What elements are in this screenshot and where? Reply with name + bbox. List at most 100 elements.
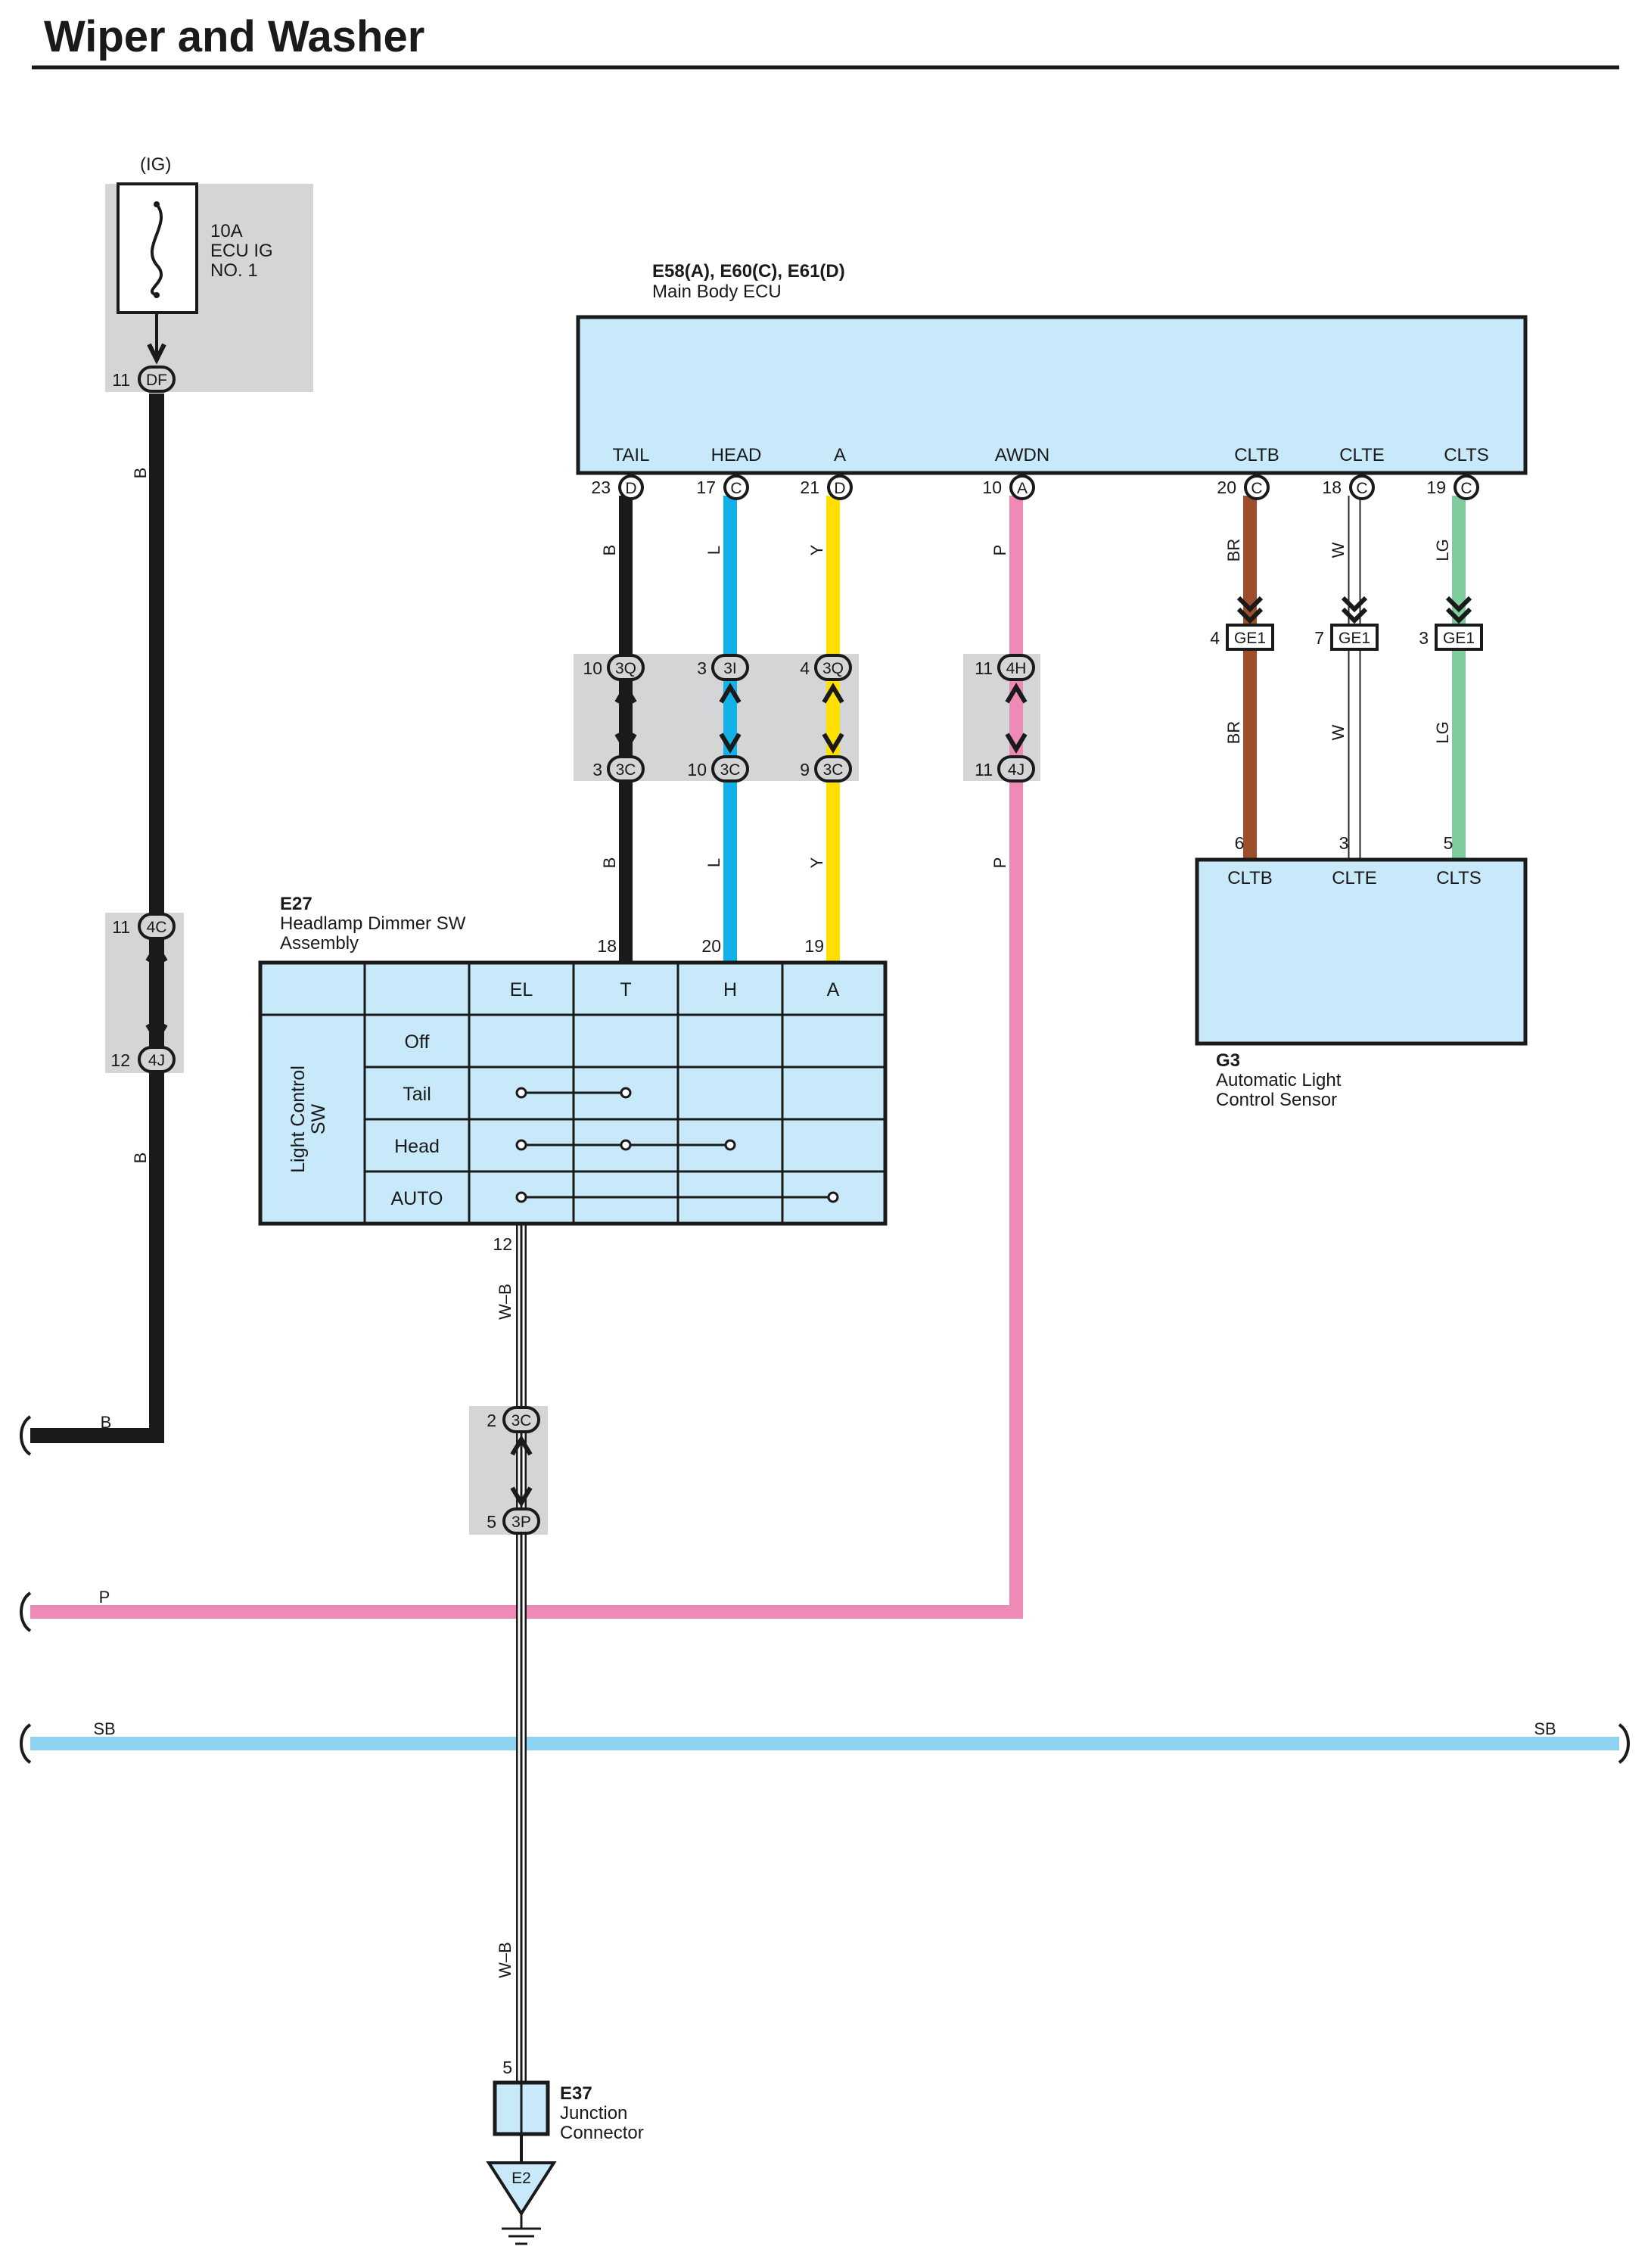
svg-text:CLTE: CLTE [1332,868,1377,888]
wire-color-label: B [131,1153,150,1164]
svg-text:Y: Y [807,544,826,555]
svg-text:LG: LG [1433,539,1452,561]
svg-text:C: C [730,480,742,497]
svg-text:4H: 4H [1006,660,1027,677]
main-body-ecu: E58(A), E60(C), E61(D) Main Body ECU [576,261,1528,475]
svg-text:5: 5 [1444,833,1454,853]
svg-text:3C: 3C [823,761,844,779]
svg-text:3: 3 [1419,628,1429,648]
svg-text:Headlamp Dimmer SW: Headlamp Dimmer SW [280,913,466,934]
svg-text:Junction: Junction [560,2103,627,2123]
svg-text:10: 10 [982,478,1002,497]
svg-text:BR: BR [1224,721,1243,745]
svg-text:A: A [1017,480,1028,497]
dimmer-row-head: Head [394,1136,440,1157]
ground-id: E2 [511,2170,531,2187]
wire-color-label: W–B [496,1283,515,1320]
svg-text:LG: LG [1433,721,1452,743]
svg-text:10: 10 [687,760,707,779]
page-title: Wiper and Washer [44,12,424,61]
svg-text:Connector: Connector [560,2123,644,2143]
svg-text:A: A [834,445,846,465]
wire-break-marks [20,1415,1630,1764]
fuse-name-line2: NO. 1 [210,260,258,281]
ecu-terminal-tail: TAIL D 23 [591,445,649,500]
wire-color-labels-upper: B L Y P BR W LG [600,539,1452,562]
svg-text:9: 9 [800,760,810,779]
wire-color-label: B [131,468,150,479]
svg-text:3: 3 [697,658,707,678]
svg-text:3C: 3C [616,761,636,779]
svg-text:C: C [1460,480,1472,497]
headlamp-dimmer-switch: E27 Headlamp Dimmer SW Assembly 18 20 19… [258,894,888,1254]
junction-connector-e37: 5 E37 Junction Connector E2 [486,2058,644,2245]
svg-text:4: 4 [800,658,810,678]
ecu-terminal-head: HEAD C 17 [696,445,761,500]
svg-text:GE1: GE1 [1234,630,1266,647]
fuse-connector-df [138,366,176,393]
wire-b-left [30,394,164,1443]
svg-text:W: W [1329,542,1348,558]
ground-icon [486,2161,557,2217]
ecu-ids: E58(A), E60(C), E61(D) [652,261,845,282]
dimmer-col-t: T [620,979,631,1000]
svg-text:23: 23 [591,478,611,497]
dimmer-col-el: EL [510,979,533,1000]
ecu-terminal-a: A D 21 [800,445,853,500]
svg-text:17: 17 [696,478,716,497]
svg-text:12: 12 [110,1050,130,1070]
svg-text:5: 5 [487,1512,496,1532]
svg-text:D: D [834,480,845,497]
ecu-terminal-cltb: CLTB C 20 [1217,445,1279,500]
svg-text:B: B [600,857,619,869]
svg-text:19: 19 [804,936,824,956]
svg-text:C: C [1356,480,1367,497]
dimmer-col-h: H [723,979,737,1000]
svg-text:18: 18 [597,936,617,956]
fuse-pin: 11 [112,370,130,390]
svg-text:L: L [704,546,723,555]
svg-text:3C: 3C [511,1412,532,1430]
svg-text:3Q: 3Q [822,660,844,677]
wires [30,394,1619,2083]
ecu-terminal-clte: CLTE C 18 [1322,445,1385,500]
dimmer-id: E27 [280,894,312,914]
svg-text:B: B [600,545,619,556]
automatic-light-control-sensor: 6 3 5 CLTB CLTE CLTS G3 Automatic Light … [1195,833,1528,1110]
svg-text:5: 5 [502,2058,512,2077]
svg-text:4J: 4J [1008,761,1024,779]
wire-color-labels-mid: B L Y P [600,857,1009,868]
sensor-id: G3 [1216,1050,1240,1071]
fuse-name-line1: ECU IG [210,241,273,261]
dimmer-group-line1: Light Control [288,1066,309,1173]
svg-text:3P: 3P [511,1514,531,1531]
svg-text:P: P [990,857,1009,869]
svg-text:Automatic Light: Automatic Light [1216,1070,1342,1090]
dimmer-row-auto: AUTO [391,1188,443,1209]
svg-text:11: 11 [975,760,993,779]
svg-text:19: 19 [1426,478,1446,497]
svg-text:W: W [1329,724,1348,740]
ecu-terminal-clts: CLTS C 19 [1426,445,1489,500]
svg-text:DF: DF [146,372,167,389]
fuse-ecu-ig-no1: (IG) 10A ECU IG NO. 1 DF 11 [112,154,273,393]
svg-text:12: 12 [493,1234,512,1254]
svg-text:10: 10 [583,658,602,678]
svg-text:3Q: 3Q [615,660,636,677]
svg-text:18: 18 [1322,478,1342,497]
fuse-icon [150,203,163,297]
ecu-terminal-awdn: AWDN A 10 [982,445,1049,500]
svg-text:C: C [1251,480,1262,497]
svg-text:3I: 3I [723,660,737,677]
wire-exit-label: B [101,1413,112,1432]
svg-text:20: 20 [1217,478,1236,497]
left-junction-bg [105,913,184,1073]
svg-text:Control Sensor: Control Sensor [1216,1090,1337,1110]
svg-text:CLTB: CLTB [1234,445,1279,465]
left-junction: 4C 11 4J 12 [110,913,176,1073]
svg-text:4C: 4C [147,919,167,936]
svg-text:L: L [704,858,723,867]
svg-text:AWDN: AWDN [995,445,1049,465]
svg-text:CLTS: CLTS [1436,868,1482,888]
